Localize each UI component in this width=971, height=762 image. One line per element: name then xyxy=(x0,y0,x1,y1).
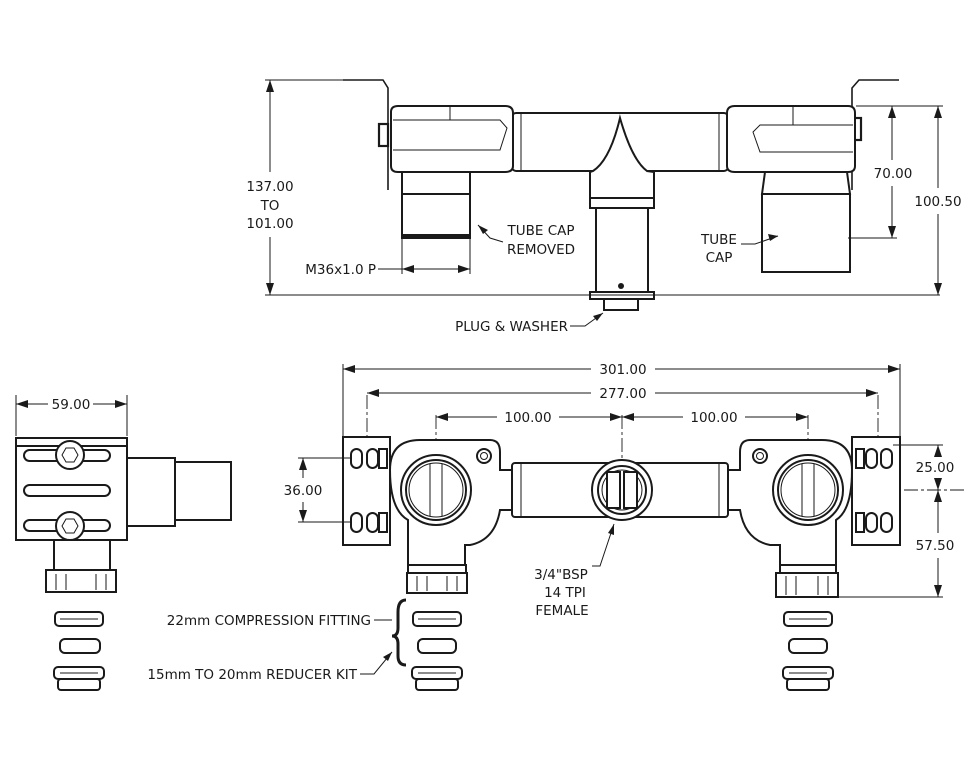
elevation-view xyxy=(343,79,899,311)
tube-cap-label-2: CAP xyxy=(706,250,733,266)
bsp-label-2: 14 TPI xyxy=(544,585,586,601)
side-view xyxy=(15,437,232,691)
height-label-bottom: 101.00 xyxy=(246,216,293,232)
height-label-top: 137.00 xyxy=(246,179,293,195)
side-view-dimensions: 59.00 xyxy=(15,395,128,436)
tube-cap-label-1: TUBE xyxy=(700,232,737,248)
dim-301-label: 301.00 xyxy=(599,362,646,378)
dim-25-label: 25.00 xyxy=(916,460,955,476)
elevation-dimensions xyxy=(265,79,943,327)
plug-washer-label: PLUG & WASHER xyxy=(455,319,568,335)
dim-100-50-label: 100.50 xyxy=(914,194,961,210)
reducer-kit-label: 15mm TO 20mm REDUCER KIT xyxy=(147,667,357,683)
tube-cap-removed-label-1: TUBE CAP xyxy=(506,223,574,239)
elevation-labels: 137.00 TO 101.00 TUBE CAP REMOVED M36x1.… xyxy=(246,166,961,335)
bsp-label-1: 3/4"BSP xyxy=(534,567,588,583)
dim-100-right-label: 100.00 xyxy=(690,410,737,426)
tube-cap-removed-label-2: REMOVED xyxy=(507,242,575,258)
dim-36-label: 36.00 xyxy=(284,483,323,499)
dim-59-label: 59.00 xyxy=(52,397,91,413)
bsp-label-3: FEMALE xyxy=(535,603,588,619)
dim-100-left-label: 100.00 xyxy=(504,410,551,426)
plan-labels: 301.00 277.00 100.00 100.00 36.00 25.00 … xyxy=(147,362,954,683)
compression-fitting-label: 22mm COMPRESSION FITTING xyxy=(167,613,371,629)
dim-277-label: 277.00 xyxy=(599,386,646,402)
plan-dimensions xyxy=(298,364,943,675)
height-label-to: TO xyxy=(260,198,280,214)
plan-view xyxy=(342,395,965,691)
dim-70-label: 70.00 xyxy=(874,166,913,182)
dim-57-50-label: 57.50 xyxy=(916,538,955,554)
thread-label: M36x1.0 P xyxy=(305,262,376,278)
